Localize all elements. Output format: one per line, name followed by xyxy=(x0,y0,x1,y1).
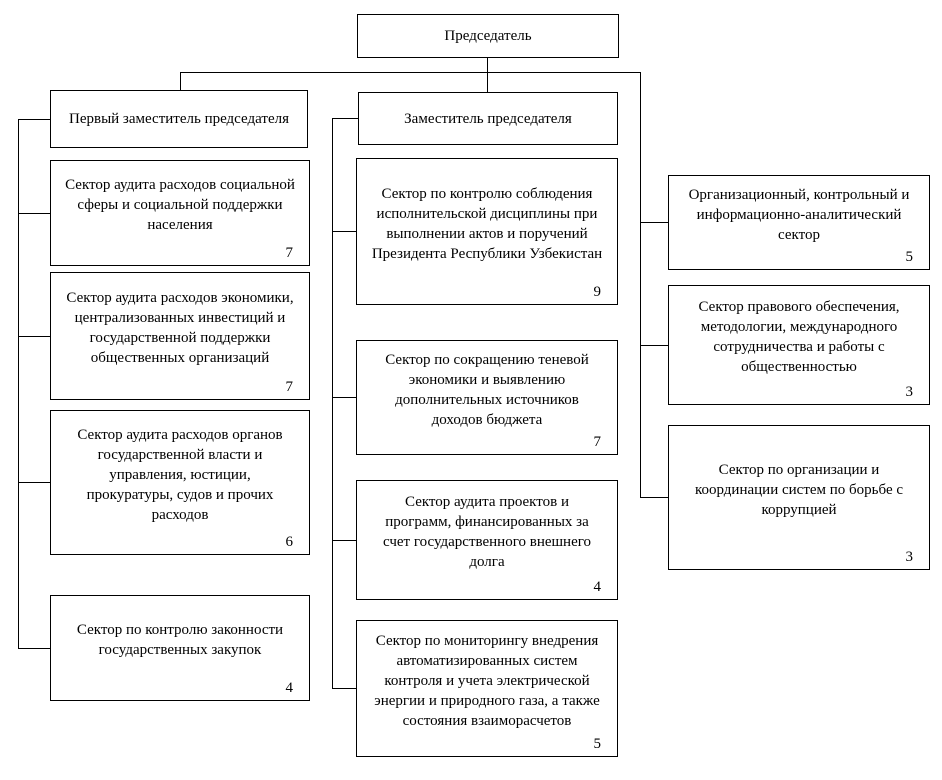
connector-right-stub-1 xyxy=(640,222,668,223)
sector-box-social-audit: Сектор аудита расходов социальной сферы … xyxy=(50,160,310,266)
connector-left-head-stub xyxy=(18,119,50,120)
staff-count: 4 xyxy=(285,680,294,696)
staff-count: 5 xyxy=(593,736,602,752)
connector-left-stub-4 xyxy=(18,648,50,649)
staff-count: 4 xyxy=(593,579,602,595)
deputy-chairman-box: Заместитель председателя xyxy=(358,92,618,145)
connector-top-horizontal xyxy=(180,72,641,73)
sector-box-monitoring-systems: Сектор по мониторингу внедрения автомати… xyxy=(356,620,618,757)
sector-label: Сектор аудита расходов органов государст… xyxy=(77,426,283,523)
sector-box-economy-audit: Сектор аудита расходов экономики, центра… xyxy=(50,272,310,400)
connector-left-stub-1 xyxy=(18,213,50,214)
staff-count: 9 xyxy=(593,284,602,300)
staff-count: 6 xyxy=(285,534,294,550)
sector-box-external-debt-audit: Сектор аудита проектов и программ, финан… xyxy=(356,480,618,600)
sector-label: Сектор по контролю законности государств… xyxy=(76,622,284,658)
staff-count: 3 xyxy=(905,384,914,400)
connector-mid-stub-1 xyxy=(332,231,356,232)
connector-mid-stub-4 xyxy=(332,688,356,689)
sector-label: Организационный, контрольный и информаци… xyxy=(688,186,910,243)
sector-box-state-bodies-audit: Сектор аудита расходов органов государст… xyxy=(50,410,310,555)
connector-left-vertical xyxy=(18,119,19,648)
staff-count: 7 xyxy=(285,379,294,395)
connector-left-stub-3 xyxy=(18,482,50,483)
sector-box-discipline-control: Сектор по контролю соблюдения исполнител… xyxy=(356,158,618,305)
chairman-box: Председатель xyxy=(357,14,619,58)
sector-box-legal-support: Сектор правового обеспечения, методологи… xyxy=(668,285,930,405)
sector-label: Сектор по мониторингу внедрения автомати… xyxy=(374,632,600,729)
deputy-chairman-label: Заместитель председателя xyxy=(404,110,572,127)
connector-right-stub-3 xyxy=(640,497,668,498)
connector-right-stub-2 xyxy=(640,345,668,346)
sector-label: Сектор аудита расходов социальной сферы … xyxy=(65,177,295,233)
staff-count: 5 xyxy=(905,249,914,265)
sector-label: Сектор аудита расходов экономики, центра… xyxy=(66,290,294,366)
connector-mid-head-stub xyxy=(332,118,358,119)
sector-label: Сектор по организации и координации сист… xyxy=(694,461,904,518)
connector-drop-left-head xyxy=(180,72,181,90)
connector-right-vertical xyxy=(640,72,641,497)
connector-root-stem xyxy=(487,58,488,72)
chairman-label: Председатель xyxy=(444,28,532,44)
connector-mid-vertical xyxy=(332,118,333,688)
connector-mid-stub-3 xyxy=(332,540,356,541)
first-deputy-chairman-box: Первый заместитель председателя xyxy=(50,90,308,148)
sector-box-procurement-control: Сектор по контролю законности государств… xyxy=(50,595,310,701)
connector-drop-mid-head xyxy=(487,72,488,92)
sector-box-organizational: Организационный, контрольный и информаци… xyxy=(668,175,930,270)
connector-mid-stub-2 xyxy=(332,397,356,398)
sector-label: Сектор правового обеспечения, методологи… xyxy=(698,299,900,375)
staff-count: 3 xyxy=(905,549,914,565)
sector-box-anticorruption: Сектор по организации и координации сист… xyxy=(668,425,930,570)
connector-left-stub-2 xyxy=(18,336,50,337)
sector-label: Сектор по сокращению теневой экономики и… xyxy=(385,351,589,428)
staff-count: 7 xyxy=(593,434,602,450)
sector-box-shadow-economy: Сектор по сокращению теневой экономики и… xyxy=(356,340,618,455)
sector-label: Сектор по контролю соблюдения исполнител… xyxy=(371,185,603,262)
first-deputy-chairman-label: Первый заместитель председателя xyxy=(69,111,289,127)
sector-label: Сектор аудита проектов и программ, финан… xyxy=(382,494,592,570)
staff-count: 7 xyxy=(285,245,294,261)
